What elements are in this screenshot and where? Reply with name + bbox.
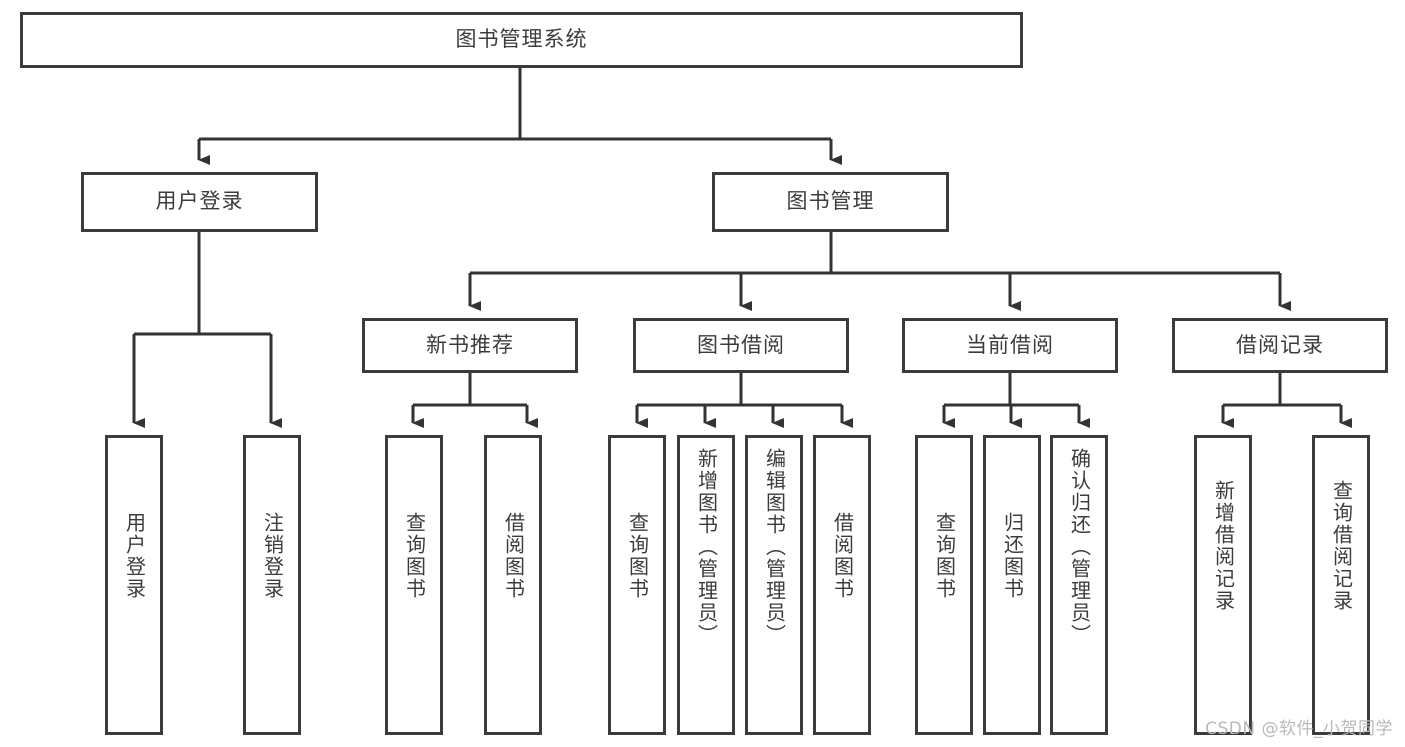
node-label: 归还图书 (1000, 512, 1025, 600)
leaf-query-book-borrow[interactable]: 查询图书 (608, 435, 666, 735)
node-label: 当前借阅 (966, 332, 1054, 357)
node-label: 查询图书 (402, 512, 427, 600)
node-label: 用户登录 (122, 512, 147, 600)
node-label: 查询图书 (932, 512, 957, 600)
leaf-query-book-recommend[interactable]: 查询图书 (385, 435, 443, 735)
leaf-add-book-admin[interactable]: 新增图书（管理员） (677, 435, 735, 735)
node-label: 用户登录 (155, 189, 244, 214)
node-borrow-record[interactable]: 借阅记录 (1172, 318, 1388, 373)
leaf-return-book[interactable]: 归还图书 (983, 435, 1041, 735)
node-label: 查询借阅记录 (1329, 480, 1354, 612)
leaf-confirm-return-admin[interactable]: 确认归还（管理员） (1050, 435, 1108, 735)
leaf-edit-book-admin[interactable]: 编辑图书（管理员） (745, 435, 803, 735)
node-user-login[interactable]: 用户登录 (81, 172, 318, 232)
leaf-user-login[interactable]: 用户登录 (105, 435, 163, 735)
leaf-logout-login[interactable]: 注销登录 (243, 435, 301, 735)
node-new-book-recommend[interactable]: 新书推荐 (362, 318, 578, 373)
node-label: 确认归还（管理员） (1067, 448, 1092, 646)
node-label: 借阅图书 (501, 512, 526, 600)
node-label: 借阅记录 (1236, 332, 1324, 357)
node-label: 新增图书（管理员） (694, 448, 719, 646)
node-label: 借阅图书 (830, 512, 855, 600)
node-label: 新增借阅记录 (1211, 480, 1236, 612)
node-label: 查询图书 (625, 512, 650, 600)
node-label: 注销登录 (260, 512, 285, 600)
node-label: 图书借阅 (697, 332, 785, 357)
leaf-add-borrow-record[interactable]: 新增借阅记录 (1194, 435, 1252, 735)
node-root-book-management-system[interactable]: 图书管理系统 (20, 12, 1023, 68)
node-label: 图书管理系统 (455, 27, 588, 52)
node-book-management[interactable]: 图书管理 (712, 172, 949, 232)
node-book-borrow[interactable]: 图书借阅 (633, 318, 849, 373)
node-current-borrow[interactable]: 当前借阅 (902, 318, 1118, 373)
csdn-watermark: CSDN @软件_小贺同学 (1205, 719, 1393, 739)
node-label: 图书管理 (786, 189, 875, 214)
leaf-borrow-book-recommend[interactable]: 借阅图书 (484, 435, 542, 735)
leaf-query-book-current[interactable]: 查询图书 (915, 435, 973, 735)
node-label: 编辑图书（管理员） (762, 448, 787, 646)
node-label: 新书推荐 (426, 332, 514, 357)
leaf-query-borrow-record[interactable]: 查询借阅记录 (1312, 435, 1370, 735)
leaf-borrow-book-borrow[interactable]: 借阅图书 (813, 435, 871, 735)
